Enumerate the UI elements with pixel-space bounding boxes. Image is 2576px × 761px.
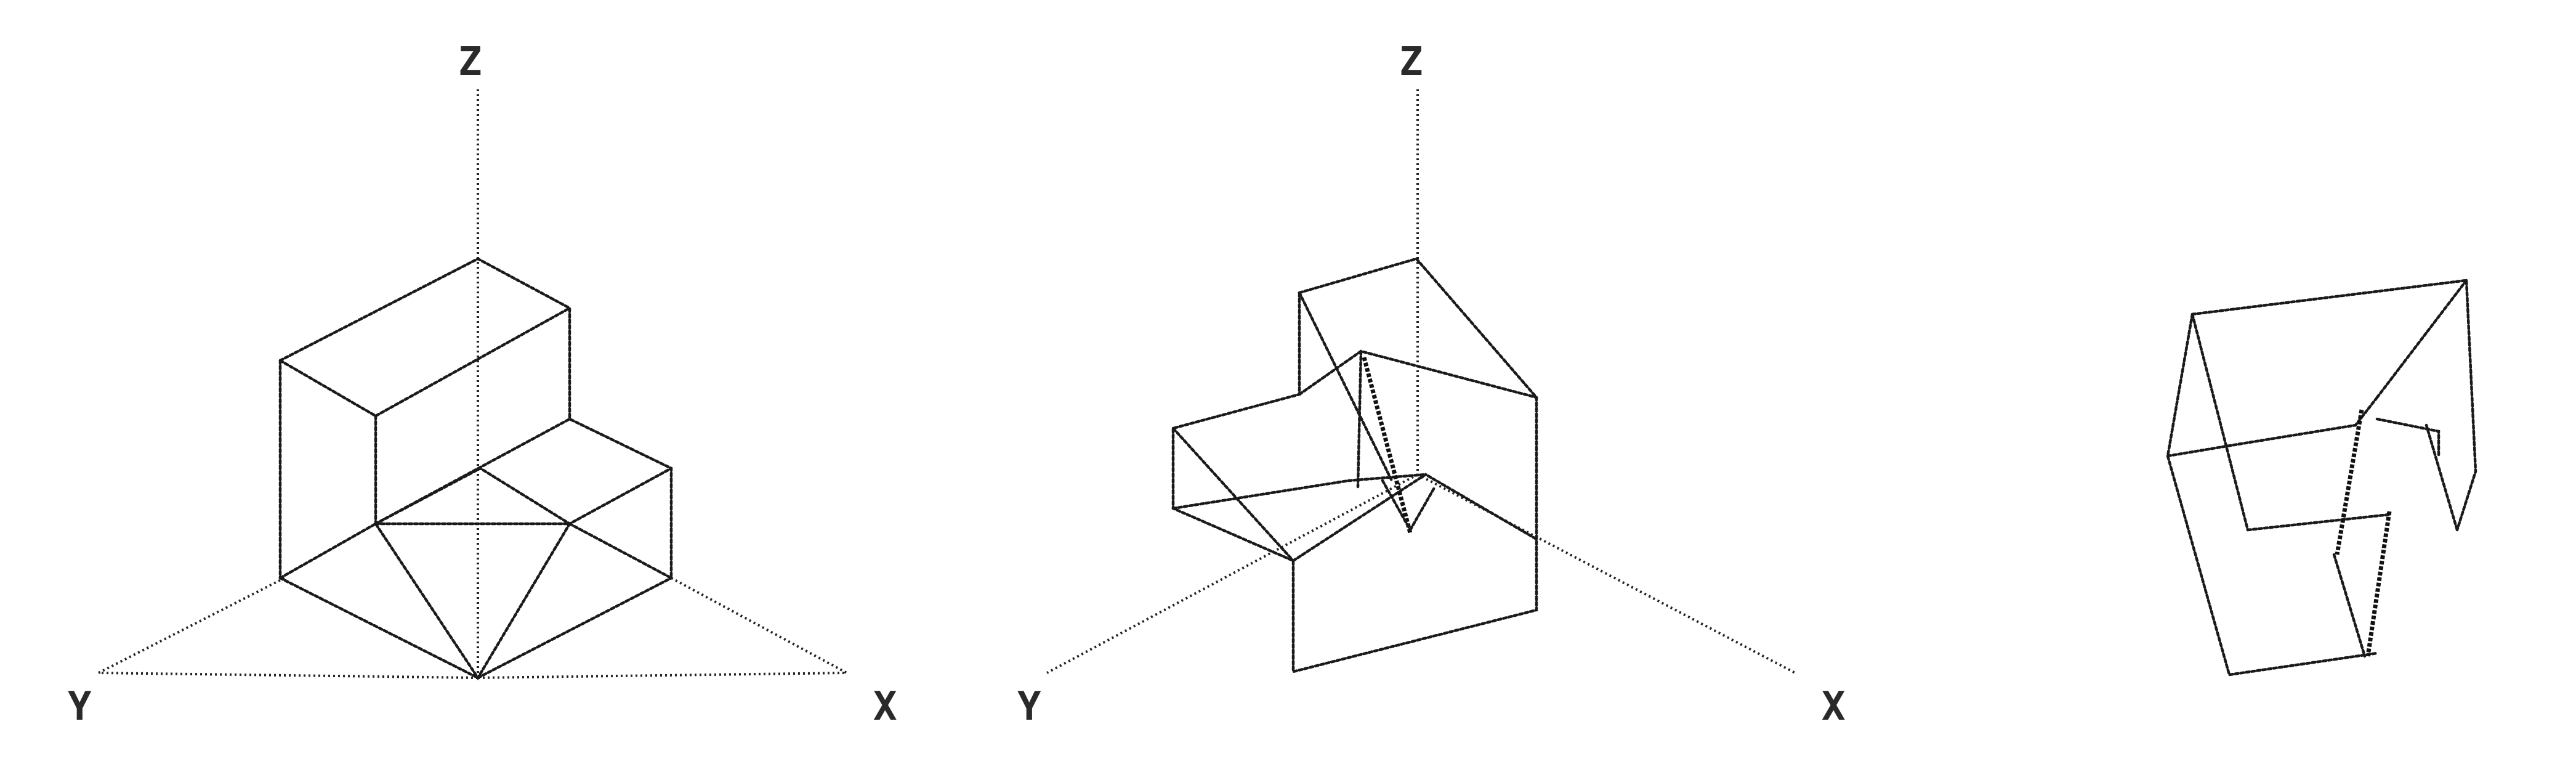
panel-3-edge <box>2425 423 2459 532</box>
panel-3-edge-bold <box>2335 409 2364 555</box>
panel-1-wireframe: Z Y X <box>68 39 898 730</box>
panel-3-edge <box>2166 312 2379 677</box>
panel-2-edge <box>1381 479 1412 532</box>
panel-3-edge <box>2246 513 2391 532</box>
panel-3-solid <box>2166 279 2477 677</box>
panel-1-edge <box>374 466 673 526</box>
panel-3-edge <box>2375 417 2441 458</box>
panel-2-edge <box>1298 291 1394 482</box>
panel-3-edge <box>2190 279 2477 532</box>
panel-2-x-axis <box>1417 473 1796 674</box>
panel-3-edge <box>2332 553 2367 658</box>
panel-2-solid <box>1171 257 1538 674</box>
panel-1-edge <box>278 522 571 681</box>
panel-1-x-axis-diag <box>671 577 847 674</box>
panel-3-edge <box>2166 423 2357 458</box>
panel-1-z-label: Z <box>458 39 483 85</box>
panel-1-edge <box>568 522 673 580</box>
panel-3-edge <box>2190 312 2250 532</box>
panel-3-edge <box>2354 396 2379 427</box>
panel-2-y-axis <box>1046 473 1418 674</box>
panel-2-x-label: X <box>1822 684 1847 730</box>
panel-2-edge <box>1356 349 1363 489</box>
panel-2-edge-bold <box>1362 357 1413 534</box>
panel-3-edge <box>2375 279 2468 399</box>
panel-1-edge <box>278 576 673 680</box>
panel-2-axes <box>1046 89 1796 674</box>
panel-1-y-label: Y <box>68 684 93 730</box>
panel-2-edge <box>1171 426 1295 563</box>
panel-3-wireframe <box>2166 279 2477 677</box>
panel-1-axes <box>98 89 847 679</box>
panel-1-x-axis <box>477 672 847 679</box>
panel-2-edge <box>1291 473 1538 563</box>
panel-3-edge-bold <box>2365 511 2392 657</box>
panel-1-edge <box>278 257 571 421</box>
panel-2-wireframe: Z Y X <box>1017 39 1847 730</box>
panel-1-y-axis-diag <box>98 577 285 674</box>
panel-2-z-label: Z <box>1399 39 1424 85</box>
panel-2-y-label: Y <box>1017 684 1043 730</box>
panel-2-edge <box>1171 473 1427 510</box>
panel-1-edge <box>278 306 571 418</box>
panel-1-solid <box>278 257 673 681</box>
panel-2-edge <box>1171 257 1538 674</box>
panel-1-y-axis <box>98 672 478 679</box>
panel-1-x-label: X <box>873 684 898 730</box>
panel-2-edge <box>1408 485 1437 532</box>
